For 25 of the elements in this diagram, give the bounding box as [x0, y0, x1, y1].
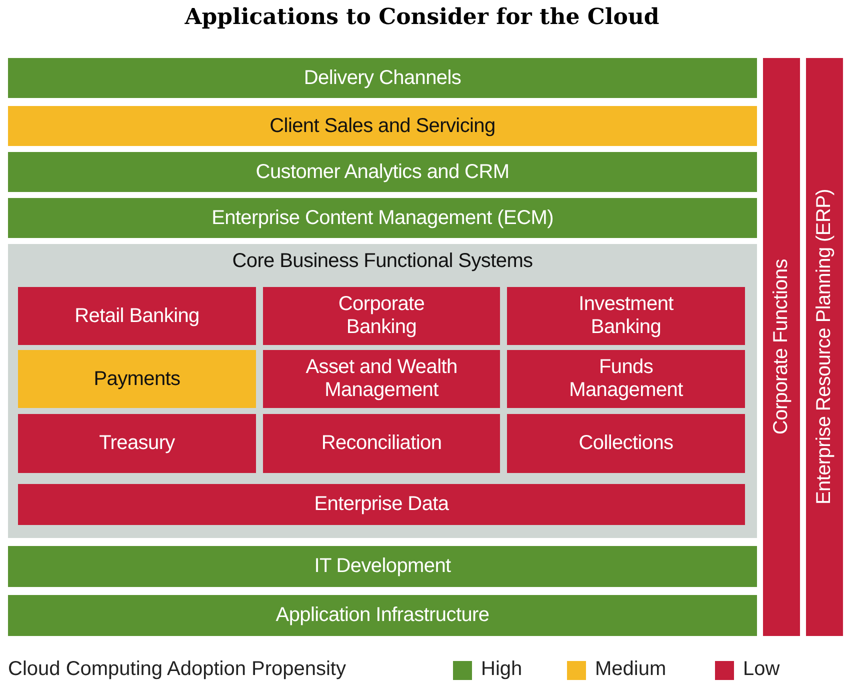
vertical-bar: Corporate Functions: [763, 58, 800, 636]
category-block: Enterprise Data: [18, 484, 745, 525]
category-block: Delivery Channels: [8, 58, 757, 98]
category-block: Reconciliation: [263, 414, 500, 473]
category-block: Asset and Wealth Management: [263, 350, 500, 408]
category-block: Client Sales and Servicing: [8, 106, 757, 146]
panel-heading: Core Business Functional Systems: [232, 250, 533, 273]
legend-label: Low: [743, 658, 780, 681]
category-block: Retail Banking: [18, 287, 256, 345]
vertical-bar: Enterprise Resource Planning (ERP): [806, 58, 843, 636]
panel-background: [8, 244, 757, 538]
title: Applications to Consider for the Cloud: [184, 4, 660, 30]
legend-label: Medium: [595, 658, 666, 681]
legend-title: Cloud Computing Adoption Propensity: [8, 658, 346, 681]
category-block: Customer Analytics and CRM: [8, 152, 757, 192]
category-block: Corporate Banking: [263, 287, 500, 345]
category-block: IT Development: [8, 546, 757, 587]
category-block: Treasury: [18, 414, 256, 473]
category-block: Enterprise Content Management (ECM): [8, 198, 757, 238]
category-block: Funds Management: [507, 350, 745, 408]
category-block: Investment Banking: [507, 287, 745, 345]
category-block: Payments: [18, 350, 256, 408]
category-block: Application Infrastructure: [8, 595, 757, 636]
legend-label: High: [481, 658, 522, 681]
category-block: Collections: [507, 414, 745, 473]
